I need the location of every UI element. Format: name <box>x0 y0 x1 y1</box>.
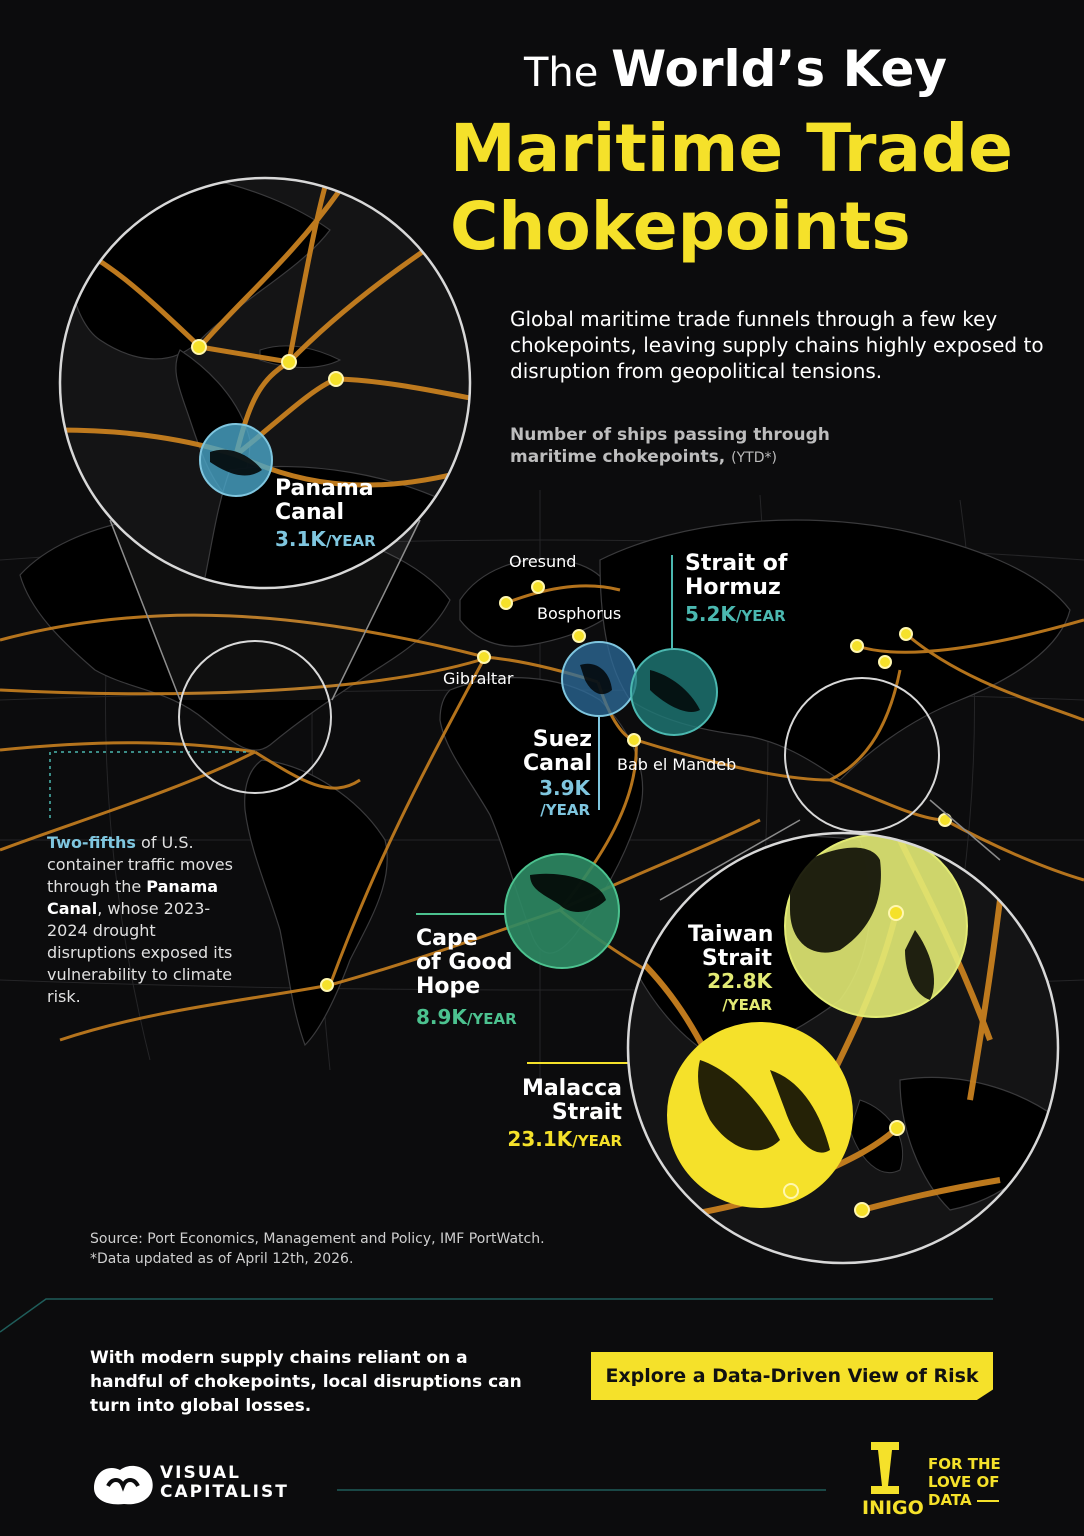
vc-line-2: CAPITALIST <box>160 1482 289 1502</box>
asia-locator-circle <box>784 677 940 833</box>
indonesia-dot <box>938 813 952 827</box>
taiwan-strait-value: 22.8K /YEAR <box>680 970 772 1016</box>
vc-line-1: VISUAL <box>160 1463 241 1483</box>
suez-canal-value: 3.9K /YEAR <box>520 778 590 820</box>
title-line-2: Chokepoints <box>450 188 911 265</box>
asia-funnel <box>659 799 1001 901</box>
panama-canal-value: 3.1K/YEAR <box>275 527 376 551</box>
port-dots <box>320 580 952 992</box>
hormuz-name: Strait of Hormuz <box>685 552 787 600</box>
hormuz-name-line-1: Strait of <box>685 551 788 576</box>
panama-funnel <box>109 519 421 701</box>
east-asia-dot-2 <box>899 627 913 641</box>
title-line-1: Maritime Trade <box>450 110 1013 187</box>
cape-horn-dot <box>320 978 334 992</box>
title-pre-text: The <box>524 50 612 96</box>
suez-canal-name: Suez Canal <box>522 728 592 776</box>
source-note: Source: Port Economics, Management and P… <box>90 1229 545 1269</box>
note-dotted-connector <box>49 751 250 818</box>
metric-label-line-1: Number of ships passing through <box>510 425 830 445</box>
shipping-routes <box>0 584 1084 1042</box>
metric-label-suffix: (YTD*) <box>731 450 777 466</box>
note-bold: Panama Canal <box>47 877 219 918</box>
note-highlight: Two-fifths <box>47 833 136 852</box>
visual-capitalist-logo-icon[interactable] <box>90 1458 300 1508</box>
ftlod-line-3: DATA <box>928 1491 972 1509</box>
ftlod-line-2: LOVE OF <box>928 1473 1000 1491</box>
taiwan-strait-name: Taiwan Strait <box>688 922 774 971</box>
panama-value-number: 3.1K <box>275 527 326 551</box>
cape-name-line-1: Cape <box>416 926 478 951</box>
oresund-dot <box>531 580 545 594</box>
metric-label-line-2: maritime chokepoints, <box>510 447 726 467</box>
panama-value-unit: /YEAR <box>325 532 376 550</box>
taiwan-value-unit: /YEAR <box>722 996 772 1014</box>
cape-of-good-hope-value: 8.9K/YEAR <box>416 1005 517 1029</box>
bab-el-mandeb-dot <box>627 733 641 747</box>
suez-value-unit: /YEAR <box>540 801 590 819</box>
bosphorus-label: Bosphorus <box>537 604 622 623</box>
cape-of-good-hope-name: Cape of Good Hope <box>416 927 512 999</box>
taiwan-name-line-1: Taiwan <box>688 922 774 947</box>
east-asia-dot-1 <box>850 639 864 653</box>
taiwan-value-number: 22.8K <box>707 969 772 993</box>
suez-name-line-1: Suez <box>532 727 592 752</box>
panama-name-line-1: Panama <box>275 476 374 501</box>
panama-canal-name: Panama Canal <box>275 477 374 525</box>
visual-capitalist-wordmark: VISUAL CAPITALIST <box>160 1464 289 1502</box>
cape-value-unit: /YEAR <box>466 1010 517 1028</box>
south-america-land <box>244 759 388 1047</box>
bab-el-mandeb-label: Bab el Mandeb <box>617 755 737 774</box>
panama-locator-circle <box>178 640 332 794</box>
ftlod-line-1: FOR THE <box>928 1455 1001 1473</box>
cape-circle <box>504 853 620 969</box>
ftlod-dash <box>976 1499 999 1502</box>
page-title: Maritime Trade Chokepoints <box>450 110 1070 266</box>
suez-name-line-2: Canal <box>522 751 592 776</box>
intro-text: Global maritime trade funnels through a … <box>510 307 1044 383</box>
hormuz-name-line-2: Hormuz <box>685 575 781 600</box>
source-line-1: Source: Port Economics, Management and P… <box>90 1231 545 1247</box>
malacca-name-line-2: Strait <box>551 1100 622 1125</box>
gibraltar-dot <box>477 650 491 664</box>
europe-land <box>459 558 614 647</box>
gibraltar-area-dot <box>499 596 513 610</box>
note-text-2: , whose 2023-2024 drought disruptions ex… <box>47 899 233 1006</box>
source-line-2: *Data updated as of April 12th, 2026. <box>90 1251 354 1267</box>
oresund-label: Oresund <box>509 552 577 571</box>
inigo-logo-icon[interactable] <box>862 1440 908 1496</box>
inigo-wordmark: INIGO <box>862 1497 924 1519</box>
malacca-name-line-1: Malacca <box>521 1076 622 1101</box>
metric-label: Number of ships passing through maritime… <box>510 424 870 469</box>
note-text-1: of U.S. container traffic moves through … <box>47 833 233 896</box>
suez-value-number: 3.9K <box>539 776 590 800</box>
footer-message: With modern supply chains reliant on a h… <box>90 1348 522 1416</box>
bosphorus-dot <box>572 629 586 643</box>
malacca-value-number: 23.1K <box>507 1127 573 1151</box>
title-bold-text: World’s Key <box>611 40 947 98</box>
taiwan-name-line-2: Strait <box>701 946 772 971</box>
for-the-love-of-data-tagline: FOR THE LOVE OF DATA <box>928 1455 1001 1509</box>
east-asia-dot-3 <box>878 655 892 669</box>
explore-risk-button[interactable]: Explore a Data-Driven View of Risk <box>591 1352 993 1400</box>
hormuz-value-unit: /YEAR <box>735 607 786 625</box>
asia-inset <box>626 831 1060 1265</box>
malacca-strait-name: Malacca Strait <box>520 1077 622 1125</box>
cape-name-line-2: of Good <box>416 950 513 975</box>
malacca-value-unit: /YEAR <box>572 1132 622 1150</box>
title-prefix: The World’s Key <box>524 40 947 98</box>
chokepoint-circles <box>504 641 718 969</box>
hormuz-value-number: 5.2K <box>685 602 736 626</box>
footer-divider <box>0 1298 993 1333</box>
cape-name-line-3: Hope <box>416 974 481 999</box>
malacca-strait-value: 23.1K/YEAR <box>500 1127 622 1151</box>
gibraltar-label: Gibraltar <box>443 669 514 688</box>
hormuz-value: 5.2K/YEAR <box>685 602 786 626</box>
panama-note: Two-fifths of U.S. container traffic mov… <box>47 832 247 1008</box>
panama-name-line-2: Canal <box>275 500 345 525</box>
cape-value-number: 8.9K <box>416 1005 467 1029</box>
